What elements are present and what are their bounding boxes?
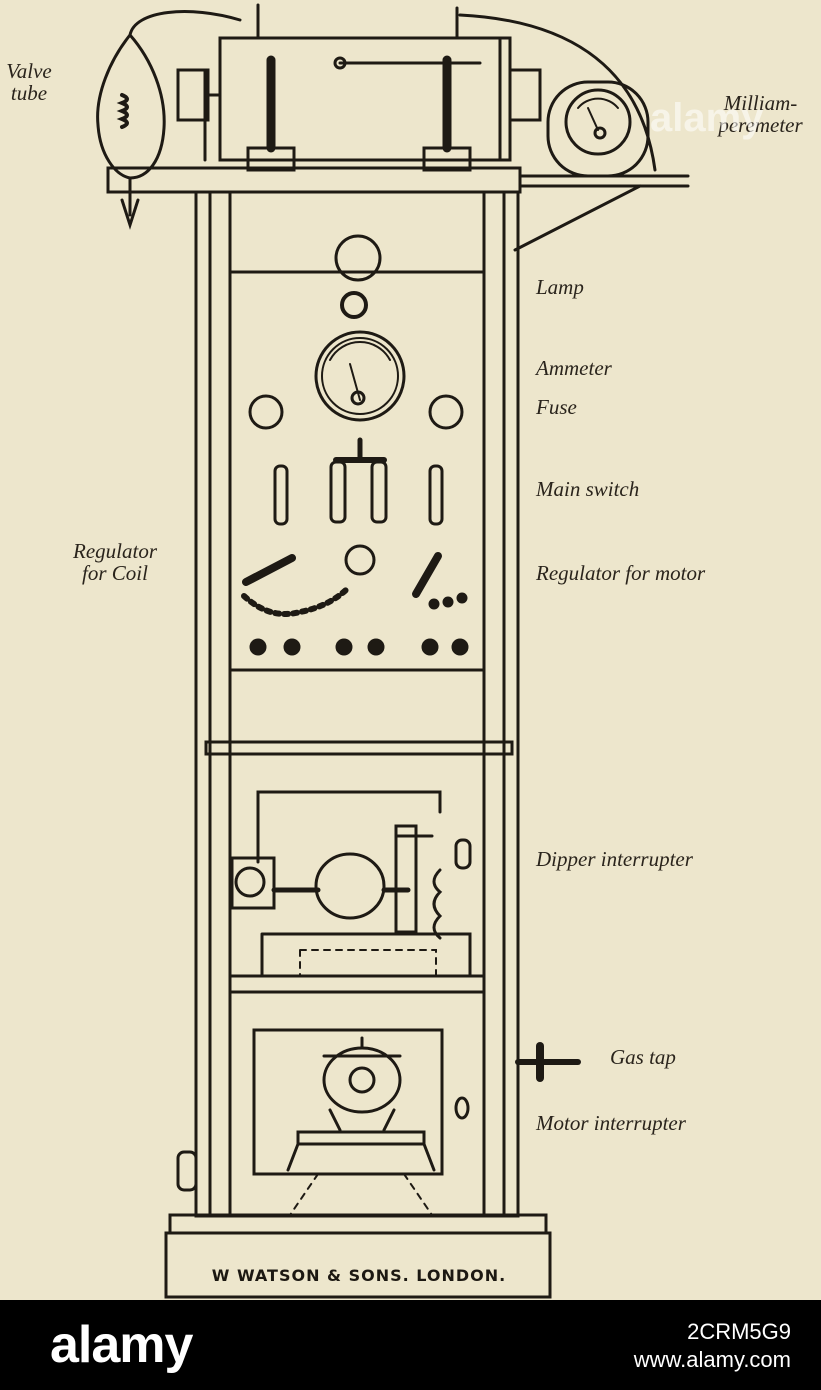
- motor-interrupter: [252, 1028, 470, 1216]
- footer-bar: [0, 1300, 821, 1390]
- image-site-url: www.alamy.com: [633, 1347, 791, 1372]
- label-dipper-interrupter: Dipper interrupter: [536, 847, 693, 871]
- label-valve-tube-line2: tube: [10, 81, 48, 105]
- label-gas-tap: Gas tap: [610, 1045, 676, 1069]
- label-regulator-coil-line2: for Coil: [82, 561, 148, 585]
- label-valve-tube-line1: Valve: [6, 59, 52, 83]
- maker-plate: W WATSON & SONS. LONDON.: [211, 1266, 507, 1285]
- fuse-left: [248, 394, 284, 430]
- label-regulator-coil: Regulator for Coil: [45, 540, 185, 584]
- label-ammeter: Ammeter: [536, 356, 612, 380]
- label-fuse: Fuse: [536, 395, 577, 419]
- label-milliamperemeter-line2: peremeter: [718, 113, 803, 137]
- ammeter: [314, 330, 406, 422]
- label-milliamperemeter-line1: Milliam-: [723, 91, 798, 115]
- image-id-code: 2CRM5G9: [687, 1319, 791, 1344]
- main-switch: [273, 437, 444, 526]
- fuse-right: [428, 394, 464, 430]
- image-id: 2CRM5G9 www.alamy.com: [634, 1318, 791, 1374]
- label-lamp: Lamp: [536, 275, 584, 299]
- terminal-studs: [249, 638, 469, 656]
- side-knob: [176, 1150, 198, 1192]
- label-milliamperemeter: Milliam- peremeter: [700, 92, 821, 136]
- regulator-coil: [241, 554, 351, 617]
- label-valve-tube: Valve tube: [0, 60, 58, 104]
- label-regulator-motor: Regulator for motor: [536, 561, 706, 585]
- cabinet: [164, 190, 552, 1299]
- brand-logo: alamy: [50, 1316, 193, 1374]
- center-knob: [344, 544, 376, 576]
- lamp: [334, 234, 382, 319]
- diagram-figure: Valve tube Milliam- peremeter Lamp Ammet…: [0, 3, 821, 1299]
- watermark: alamy: [650, 96, 764, 140]
- induction-coil: [176, 3, 542, 172]
- regulator-motor: [412, 552, 468, 610]
- apparatus-drawing: [96, 3, 690, 1299]
- valve-tube: [96, 10, 242, 230]
- label-main-switch: Main switch: [536, 477, 640, 501]
- milliamperemeter: [458, 13, 657, 178]
- dipper-interrupter: [230, 790, 472, 978]
- gas-tap: [515, 1042, 581, 1082]
- label-regulator-coil-line1: Regulator: [73, 539, 157, 563]
- label-motor-interrupter: Motor interrupter: [536, 1111, 686, 1135]
